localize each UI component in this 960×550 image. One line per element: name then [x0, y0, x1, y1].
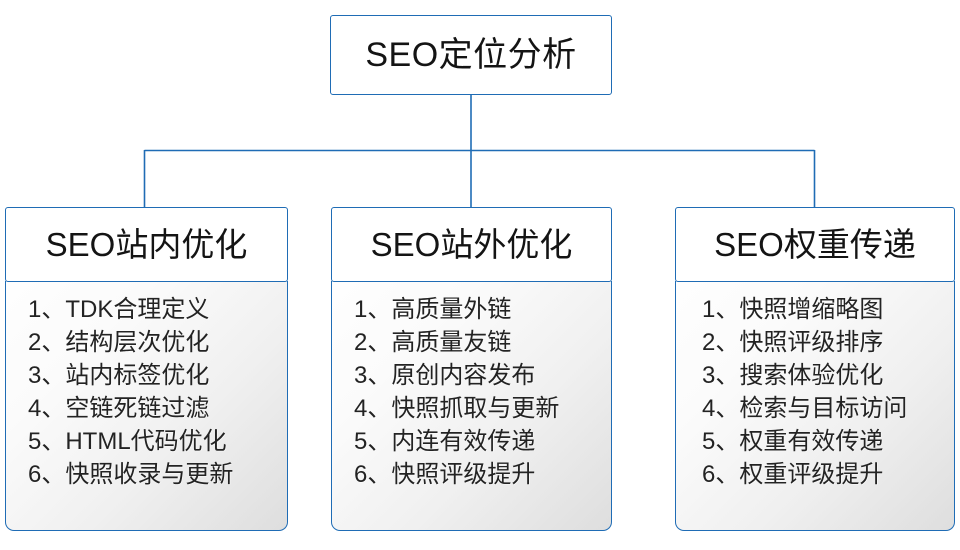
root-node-label: SEO定位分析 [365, 36, 577, 74]
branch-node-3: SEO权重传递 1、快照增缩略图 2、快照评级排序 3、搜索体验优化 4、检索与… [675, 207, 955, 531]
list-item: 4、快照抓取与更新 [354, 395, 560, 422]
list-item: 4、空链死链过滤 [28, 395, 210, 422]
list-item: 2、高质量友链 [354, 329, 512, 356]
branch-node-2: SEO站外优化 1、高质量外链 2、高质量友链 3、原创内容发布 4、快照抓取与… [331, 207, 612, 531]
branch-1-header[interactable]: SEO站内优化 [5, 207, 288, 282]
list-item: 1、快照增缩略图 [702, 296, 884, 323]
branch-1-body: 1、TDK合理定义 2、结构层次优化 3、站内标签优化 4、空链死链过滤 5、H… [5, 281, 288, 531]
branch-3-header-label: SEO权重传递 [714, 226, 916, 263]
list-item: 3、站内标签优化 [28, 362, 210, 389]
list-item: 4、检索与目标访问 [702, 395, 908, 422]
list-item: 6、权重评级提升 [702, 461, 884, 488]
branch-2-header[interactable]: SEO站外优化 [331, 207, 612, 282]
list-item: 6、快照评级提升 [354, 461, 536, 488]
branch-2-header-label: SEO站外优化 [370, 226, 573, 263]
list-item: 1、高质量外链 [354, 296, 512, 323]
list-item: 5、权重有效传递 [702, 428, 884, 455]
branch-3-list: 1、快照增缩略图 2、快照评级排序 3、搜索体验优化 4、检索与目标访问 5、权… [676, 293, 907, 491]
list-item: 1、TDK合理定义 [28, 296, 210, 323]
list-item: 2、快照评级排序 [702, 329, 884, 356]
branch-3-body: 1、快照增缩略图 2、快照评级排序 3、搜索体验优化 4、检索与目标访问 5、权… [675, 281, 955, 531]
branch-1-list: 1、TDK合理定义 2、结构层次优化 3、站内标签优化 4、空链死链过滤 5、H… [6, 293, 233, 491]
list-item: 3、原创内容发布 [354, 362, 536, 389]
branch-1-header-label: SEO站内优化 [45, 226, 248, 263]
branch-3-header[interactable]: SEO权重传递 [675, 207, 955, 282]
list-item: 6、快照收录与更新 [28, 461, 234, 488]
root-node[interactable]: SEO定位分析 [330, 15, 612, 95]
branch-node-1: SEO站内优化 1、TDK合理定义 2、结构层次优化 3、站内标签优化 4、空链… [5, 207, 288, 531]
branch-2-body: 1、高质量外链 2、高质量友链 3、原创内容发布 4、快照抓取与更新 5、内连有… [331, 281, 612, 531]
list-item: 5、HTML代码优化 [28, 428, 227, 455]
list-item: 5、内连有效传递 [354, 428, 536, 455]
list-item: 2、结构层次优化 [28, 329, 210, 356]
branch-2-list: 1、高质量外链 2、高质量友链 3、原创内容发布 4、快照抓取与更新 5、内连有… [332, 293, 559, 491]
list-item: 3、搜索体验优化 [702, 362, 884, 389]
